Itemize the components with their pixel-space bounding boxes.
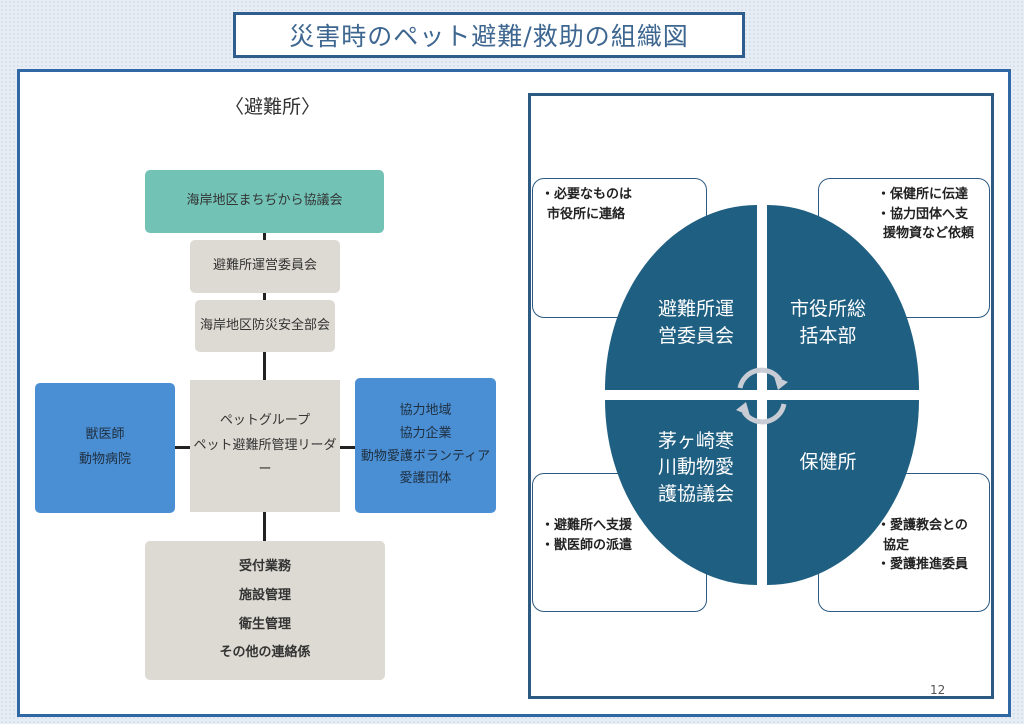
note-line: 援物資など依頼 xyxy=(883,226,975,241)
page-title: 災害時のペット避難/救助の組織図 xyxy=(233,12,745,58)
duty-item: その他の連絡係 xyxy=(219,645,311,661)
connector-right xyxy=(340,446,356,449)
note-line: ・獣医師の派遣 xyxy=(541,537,633,553)
pet-group-box: ペットグループ ペット避難所管理リーダー xyxy=(190,380,340,512)
safety-box: 海岸地区防災安全部会 xyxy=(195,300,335,352)
committee-label: 避難所運営委員会 xyxy=(212,258,317,274)
cycle-arrows-icon xyxy=(736,367,788,425)
duty-item: 受付業務 xyxy=(238,559,291,575)
pet-leader-label: ペット避難所管理リーダー xyxy=(193,437,337,478)
note-line: 協定 xyxy=(883,537,910,553)
note-line: ・避難所へ支援 xyxy=(541,518,633,533)
partner-item: 協力地域 xyxy=(399,403,452,418)
council-box: 海岸地区まちぢから協議会 xyxy=(145,170,384,233)
vets-label: 獣医師 xyxy=(85,427,125,443)
duties-box: 受付業務 施設管理 衛生管理 その他の連絡係 xyxy=(145,541,385,680)
connector-left xyxy=(175,446,191,449)
shelter-heading: 〈避難所〉 xyxy=(225,96,321,118)
pet-group-label: ペットグループ xyxy=(219,412,311,428)
partner-item: 動物愛護ボランティア xyxy=(360,448,491,464)
vets-box: 獣医師 動物病院 xyxy=(35,383,175,513)
page-number: 12 xyxy=(930,683,946,697)
duty-item: 衛生管理 xyxy=(238,616,291,632)
connector-vertical xyxy=(263,233,266,523)
note-line: 市役所に連絡 xyxy=(547,206,626,222)
note-line: ・保健所に伝達 xyxy=(877,187,969,202)
note-line: ・必要なものは xyxy=(541,187,633,202)
note-line: ・愛護推進委員 xyxy=(877,557,969,572)
note-line: ・愛護教会との xyxy=(877,518,968,533)
note-line: ・協力団体へ支 xyxy=(877,206,969,222)
committee-box: 避難所運営委員会 xyxy=(190,240,340,293)
duty-item: 施設管理 xyxy=(238,587,291,603)
safety-label: 海岸地区防災安全部会 xyxy=(199,317,330,333)
connector-bottom xyxy=(263,512,266,542)
animal-hospital-label: 動物病院 xyxy=(78,452,131,467)
partners-box: 協力地域 協力企業 動物愛護ボランティア 愛護団体 xyxy=(355,378,496,513)
council-label: 海岸地区まちぢから協議会 xyxy=(186,193,343,209)
partner-item: 協力企業 xyxy=(399,425,452,441)
partner-item: 愛護団体 xyxy=(399,471,452,487)
